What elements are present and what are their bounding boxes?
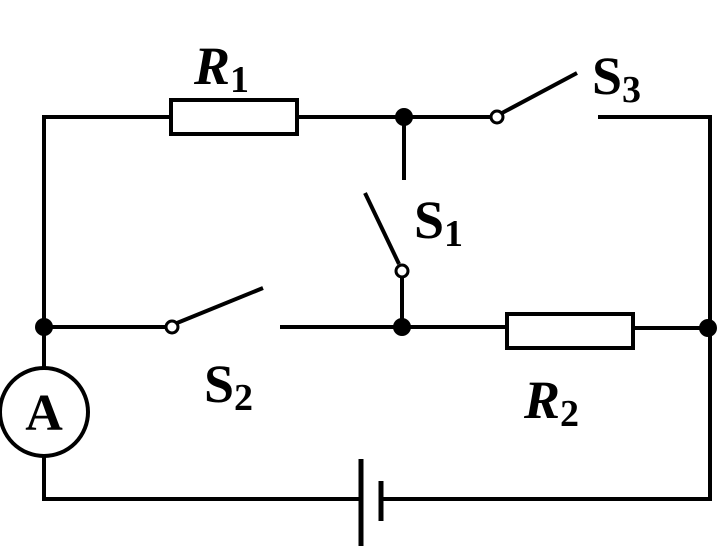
label-s3: S3 — [592, 46, 641, 111]
label-s1-subscript: 1 — [444, 213, 463, 255]
label-r1: R1 — [193, 36, 249, 101]
label-r2: R2 — [523, 370, 579, 435]
label-s2-subscript: 2 — [234, 377, 253, 419]
label-s1-symbol: S — [414, 190, 444, 250]
switch-s1-contact — [394, 263, 410, 279]
label-r2-subscript: 2 — [560, 393, 579, 435]
label-s3-subscript: 3 — [622, 69, 641, 111]
resistor-r2 — [505, 312, 635, 350]
ammeter-symbol: A — [25, 385, 63, 442]
switch-s1-blade — [363, 192, 401, 265]
ammeter-ring — [0, 366, 90, 458]
switch-s2-contact — [164, 319, 180, 335]
outer-rails — [42, 115, 712, 501]
label-s3-symbol: S — [592, 46, 622, 106]
label-r1-subscript: 1 — [230, 59, 249, 101]
resistor-r1 — [169, 98, 299, 136]
label-s2: S2 — [204, 354, 253, 419]
switch-s3-contact — [489, 109, 505, 125]
middle-vertical-branch — [363, 117, 410, 327]
label-r2-symbol: R — [523, 370, 560, 430]
label-s2-symbol: S — [204, 354, 234, 414]
bottom-branch — [42, 459, 712, 546]
label-r1-symbol: R — [193, 36, 230, 96]
top-branch — [44, 71, 710, 136]
ammeter: A — [0, 366, 90, 458]
node-middle-center — [393, 318, 411, 336]
label-s1: S1 — [414, 190, 463, 255]
switch-s3-blade — [501, 71, 578, 115]
middle-branch — [35, 286, 717, 350]
switch-s2-blade — [176, 286, 264, 325]
